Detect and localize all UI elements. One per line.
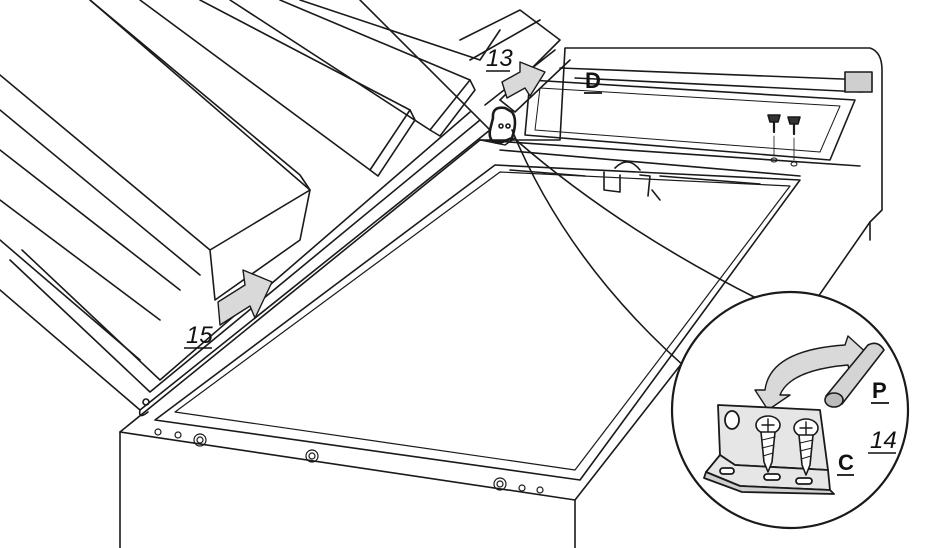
rim-holes <box>154 428 544 494</box>
callout-p: P <box>871 378 889 404</box>
arrow-13 <box>501 61 546 99</box>
svg-text:C: C <box>838 450 854 475</box>
cabinet-body <box>119 47 883 548</box>
upper-door-section <box>459 9 571 113</box>
callout-d: D <box>584 68 602 94</box>
svg-text:15: 15 <box>186 322 213 349</box>
open-door-lid <box>0 0 501 417</box>
hinge-pin <box>824 342 885 408</box>
arrow-15 <box>217 269 273 326</box>
hinge-highlight <box>479 106 761 381</box>
callout-13: 13 <box>486 45 513 72</box>
screws-upper <box>767 114 801 167</box>
svg-text:P: P <box>872 378 887 403</box>
svg-text:14: 14 <box>870 427 897 454</box>
callout-14: 14 <box>868 427 897 454</box>
svg-text:13: 13 <box>486 45 513 72</box>
callout-15: 15 <box>184 322 213 349</box>
detail-screws <box>755 415 819 476</box>
callout-c: C <box>837 450 854 476</box>
svg-text:D: D <box>585 68 601 93</box>
detail-magnifier <box>670 290 910 530</box>
